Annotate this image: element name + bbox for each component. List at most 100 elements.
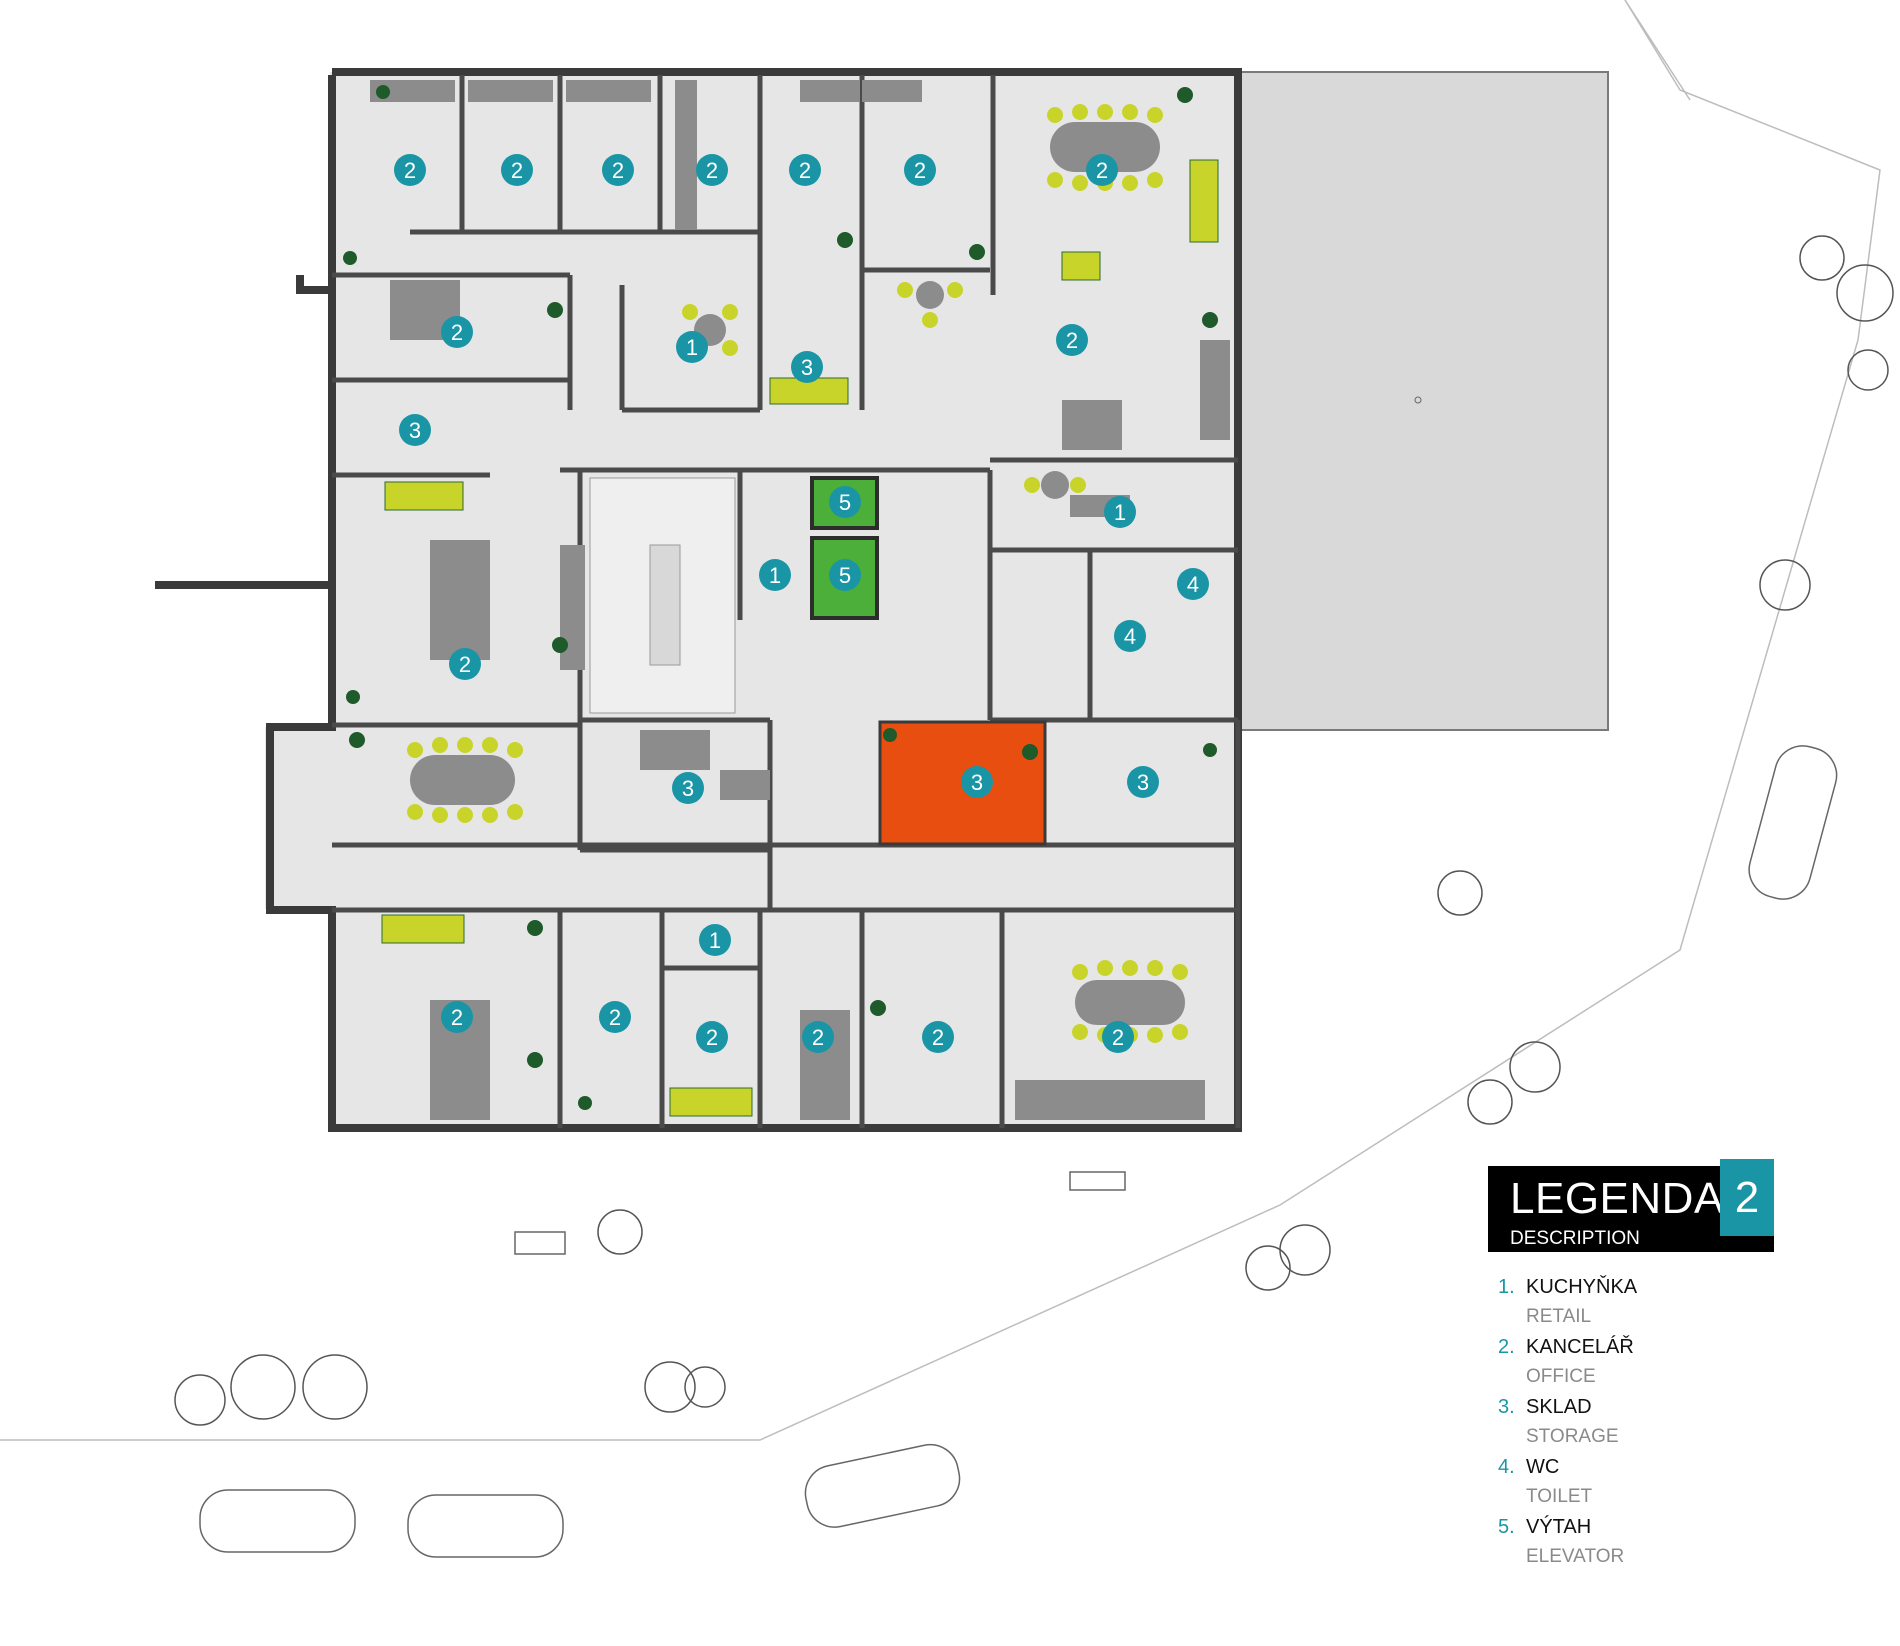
room-number: 2 [706, 158, 718, 183]
room-badge: 3 [399, 414, 431, 446]
room-number: 5 [839, 490, 851, 515]
room-number: 2 [609, 1005, 621, 1030]
room-badge: 5 [829, 486, 861, 518]
room-badge: 2 [441, 316, 473, 348]
room-badge: 3 [672, 772, 704, 804]
room-badge: 2 [501, 154, 533, 186]
room-badge: 2 [904, 154, 936, 186]
room-badge-circle [1056, 324, 1088, 356]
room-badge: 2 [394, 154, 426, 186]
desks [370, 80, 1230, 1120]
legend-item-translation: ELEVATOR [1526, 1546, 1625, 1567]
trees [174, 235, 1894, 1426]
room-badge-circle [399, 414, 431, 446]
room-badge-circle [449, 648, 481, 680]
legend-item-translation: RETAIL [1526, 1306, 1592, 1327]
room-number: 2 [404, 158, 416, 183]
room-badge: 2 [802, 1021, 834, 1053]
room-number: 3 [801, 355, 813, 380]
room-number: 1 [1114, 500, 1126, 525]
room-badge: 2 [789, 154, 821, 186]
room-number: 3 [1137, 770, 1149, 795]
room-badge: 2 [696, 154, 728, 186]
room-badge-circle [696, 154, 728, 186]
benches [514, 1171, 1126, 1255]
room-badge-circle [789, 154, 821, 186]
room-number: 4 [1124, 624, 1136, 649]
legend-item-number: 4. [1498, 1456, 1515, 1478]
room-badge-circle [1086, 154, 1118, 186]
room-badge: 3 [1127, 766, 1159, 798]
room-badge-circle [1177, 568, 1209, 600]
room-badge: 2 [441, 1001, 473, 1033]
room-number: 2 [1066, 328, 1078, 353]
room-badge: 5 [829, 559, 861, 591]
roof-terrace [1237, 71, 1609, 731]
room-badge-circle [441, 1001, 473, 1033]
legend-item-label: SKLAD [1526, 1396, 1592, 1418]
room-number: 3 [682, 776, 694, 801]
room-number: 2 [612, 158, 624, 183]
room-badge: 3 [961, 766, 993, 798]
room-badge: 2 [1086, 154, 1118, 186]
room-badge: 2 [449, 648, 481, 680]
legend-item-label: KANCELÁŘ [1526, 1336, 1634, 1358]
room-badge-circle [394, 154, 426, 186]
room-number: 3 [971, 770, 983, 795]
legend-item-number: 2. [1498, 1336, 1515, 1358]
room-badge-circle [696, 1021, 728, 1053]
site-outline [0, 0, 1881, 1441]
room-number: 2 [914, 158, 926, 183]
meeting-tables [410, 122, 1185, 1025]
sofas [381, 159, 1219, 1117]
room-number: 5 [839, 563, 851, 588]
room-number: 2 [1112, 1025, 1124, 1050]
room-badge-circle [791, 351, 823, 383]
room-badge-circle [602, 154, 634, 186]
room-badge: 2 [922, 1021, 954, 1053]
room-badge: 4 [1114, 620, 1146, 652]
room-badge-circle [904, 154, 936, 186]
room-badge-circle [1102, 1021, 1134, 1053]
room-number: 2 [511, 158, 523, 183]
room-number: 2 [932, 1025, 944, 1050]
room-badge: 2 [602, 154, 634, 186]
room-number: 4 [1187, 572, 1199, 597]
room-number: 2 [1096, 158, 1108, 183]
legend-title: LEGENDA [1510, 1174, 1724, 1223]
legend-subtitle: DESCRIPTION [1510, 1228, 1640, 1249]
room-number: 2 [451, 1005, 463, 1030]
room-badge-circle [1127, 766, 1159, 798]
room-badge: 2 [599, 1001, 631, 1033]
room-badge: 1 [676, 331, 708, 363]
room-number: 1 [709, 928, 721, 953]
plants [343, 85, 1218, 1110]
room-badge: 4 [1177, 568, 1209, 600]
room-badge-circle [699, 924, 731, 956]
room-badge: 2 [1056, 324, 1088, 356]
room-number: 2 [459, 652, 471, 677]
room-badge-circle [802, 1021, 834, 1053]
room-number: 2 [799, 158, 811, 183]
room-badge-circle [829, 486, 861, 518]
legend-item-translation: TOILET [1526, 1486, 1593, 1507]
room-badge: 3 [791, 351, 823, 383]
chairs [407, 104, 1188, 1043]
room-number: 3 [409, 418, 421, 443]
room-badge: 1 [1104, 496, 1136, 528]
legend-item-translation: OFFICE [1526, 1366, 1596, 1387]
room-badge-circle [922, 1021, 954, 1053]
room-badge-circle [441, 316, 473, 348]
staircase [589, 477, 736, 714]
legend-item-number: 3. [1498, 1396, 1515, 1418]
legend-item-number: 1. [1498, 1276, 1515, 1298]
room-badge-circle [501, 154, 533, 186]
room-badge: 2 [1102, 1021, 1134, 1053]
room-badge-circle [672, 772, 704, 804]
legend-item-number: 5. [1498, 1516, 1515, 1538]
legend-item-translation: STORAGE [1526, 1426, 1619, 1447]
room-badge-circle [961, 766, 993, 798]
cars [199, 745, 1838, 1558]
room-badge: 1 [759, 559, 791, 591]
